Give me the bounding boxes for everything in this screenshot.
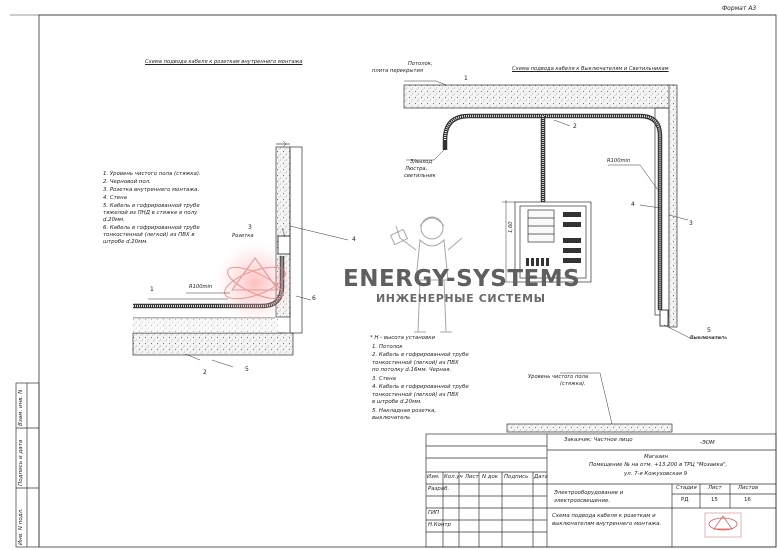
callout-6: 6 [312,295,316,302]
tb-header-cell: Подпись [504,474,529,480]
legend-line: 5. Накладная розетка, [372,408,437,414]
legend-line: 2. Кабель в гофрированной трубе [372,352,469,358]
legend-line: 3. Стена [372,376,396,382]
stamp-replacement-inv: Взам. инв. N [18,389,24,426]
legend-line: d.20мм. [103,217,125,223]
legend-line: тонкостенной (легкой) из ПВХ [372,360,459,366]
socket-label: Розетка [232,233,254,239]
watermark-subtitle: ИНЖЕНЕРНЫЕ СИСТЕМЫ [376,292,546,305]
tb-sheets-value: 16 [744,497,751,503]
legend-line: по потолку d.16мм. Черная. [372,367,452,373]
red-watermark-glow [210,238,300,328]
tb-drawing-name: Схема подвода кабеля к розеткам и выключ… [552,513,662,527]
stamp-signature-date: Подпись и дата [18,439,24,486]
tb-sheet-header: Лист [708,485,722,491]
legend-line: 1. Потолок [372,344,403,350]
tb-sheets-header: Листов [738,485,759,491]
tb-object-1: Магазин [644,454,668,460]
callout-2: 2 [203,369,207,376]
floor-label: Уровень чистого пола [528,374,589,380]
tb-sheet-value: 15 [711,497,718,503]
tb-header-cell: Изм. [427,474,440,480]
switch-label: Выключатель [690,335,728,341]
right-conduits [442,113,663,310]
tb-customer: Заказчик: Частное лицо [564,437,633,443]
height-label: 1,60 [508,221,514,233]
tb-header-cell: Дата [534,474,548,480]
tb-role-norm-control: Н.Контр [428,522,451,528]
tb-object-3: ул. 7-я Кожуховская 9 [624,471,688,477]
junction-label-3: светильник [404,173,436,179]
legend-line: выключатель [372,415,411,421]
right-callout-3: 3 [689,220,693,227]
right-drawing-title: Схема подвода кабеля к Выключателям и Св… [512,66,669,72]
format-label: Формат А3 [722,5,757,12]
tb-header-cell: N док [482,474,499,480]
tb-stage-header: Стадия [676,485,697,491]
legend-line: 2. Черновой пол. [103,179,151,185]
legend-line: тонкостенной (легкой) из ПВХ [372,392,459,398]
callout-1: 1 [150,286,154,293]
callout-5: 5 [245,366,249,373]
distribution-panel [514,201,592,283]
legend-line: 5. Кабель в гофрированной трубе [103,203,200,209]
height-dimension [502,200,515,283]
legend-line: в штробе d.20мм. [372,399,422,405]
left-drawing-title: Схема подвода кабеля к розеткам внутренн… [145,59,303,65]
legend-line: тонкостенной (легкой) из ПВХ в [103,232,195,238]
legend-line: 6. Кабель в гофрированной трубе [103,225,200,231]
worker-illustration [389,216,463,333]
ceiling-label: Потолок, [408,61,433,67]
legend-line: штробе d.20мм. [103,239,148,245]
company-stamp-logo [704,512,742,538]
tb-code: -ЭОМ [700,440,715,446]
left-radius-label: R100min [189,284,213,290]
legend-line: 3. Розетка внутреннего монтажа. [103,187,200,193]
tb-header-cell: Кол.уч [444,474,463,480]
legend-line: 1. Уровень чистого пола (стяжка). [103,171,201,177]
right-callout-4: 4 [631,201,635,208]
legend-line: 4. Кабель в гофрированной трубе [372,384,469,390]
left-watermark-logo [224,257,286,300]
callout-3: 3 [248,224,252,231]
right-radius-label: R100min [607,158,631,164]
floor-label-2: (стяжка). [560,381,586,387]
tb-role-gip: ГИП [428,510,440,516]
right-callout-5: 5 [707,327,711,334]
right-callout-1: 1 [464,75,468,82]
tb-header-cell: Лист [465,474,479,480]
callout-4: 4 [352,236,356,243]
legend-line: 4. Стена [103,195,127,201]
right-ceiling-slab [403,84,671,109]
right-floor [506,423,673,433]
ceiling-label-2: плита перекрытия [372,68,424,74]
tb-stage-value: РД [681,497,689,503]
title-block-grid [425,433,777,548]
right-callout-2: 2 [573,123,577,130]
tb-object-2: Помещение № на отм. +13.200 в ТРЦ "Мозаи… [589,462,728,468]
watermark-title: ENERGY-SYSTEMS [343,266,581,292]
tb-section: Электрооборудование и электроосвещение. [554,490,624,504]
tb-role-developer: Разраб. [428,486,450,492]
legend-line: * Н - высота установки [370,335,436,341]
switch-plate [659,309,669,327]
junction-label-2: Люстра, [405,166,428,172]
side-stamp [15,382,40,548]
legend-line: тяжелой из ПНД в стяжке в полу [103,210,198,216]
junction-label: З/выход [410,159,433,165]
stamp-inv-number: Инв. N подл. [18,508,24,545]
